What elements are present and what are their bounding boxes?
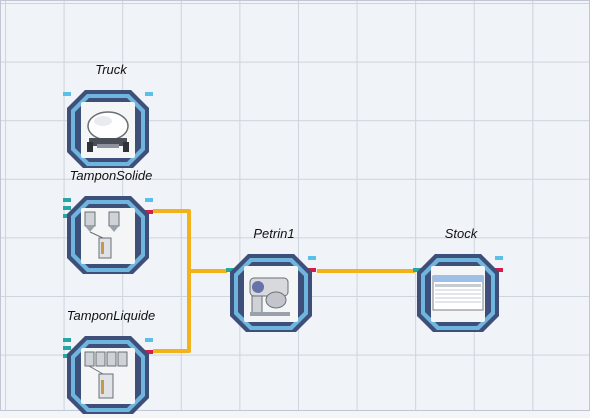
node-frame-truck (63, 90, 153, 168)
node-label-truck: Truck (95, 62, 127, 77)
node-frame-petrin1 (226, 254, 316, 332)
node-petrin1[interactable]: Petrin1 (226, 226, 322, 336)
node-frame-stock (413, 254, 503, 332)
node-frame-tamponliquide (63, 336, 153, 414)
node-tamponliquide[interactable]: TamponLiquide (63, 308, 159, 418)
node-label-stock: Stock (444, 226, 478, 241)
node-label-petrin1: Petrin1 (253, 226, 295, 241)
node-stock[interactable]: Stock (413, 226, 509, 336)
node-tamponsolide[interactable]: TamponSolide (63, 168, 159, 278)
link-tamponliquide-petrin1[interactable] (153, 271, 191, 353)
node-label-tamponliquide: TamponLiquide (66, 308, 156, 323)
link-tamponsolide-petrin1[interactable] (153, 209, 227, 273)
storage-window-icon (432, 275, 484, 311)
tanker-truck-icon (87, 111, 129, 152)
silo-tanks-icon (84, 211, 120, 259)
node-frame-tamponsolide (63, 196, 153, 274)
dough-mixer-icon (249, 277, 290, 316)
node-truck[interactable]: Truck (63, 62, 159, 172)
liquid-tanks-icon (84, 351, 128, 399)
node-label-tamponsolide: TamponSolide (69, 168, 153, 183)
